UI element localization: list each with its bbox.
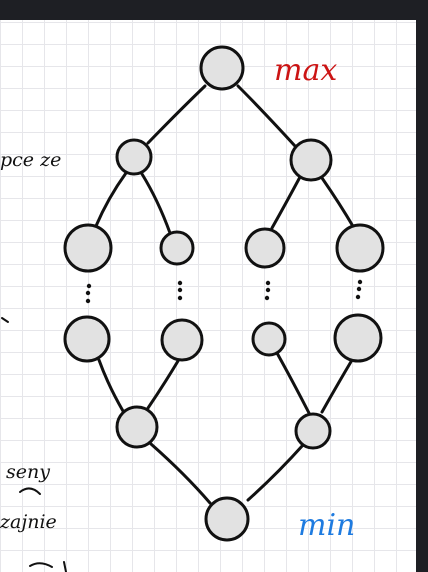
scribble xyxy=(19,487,41,495)
edge xyxy=(270,175,302,230)
edge xyxy=(97,358,125,413)
node xyxy=(115,138,153,176)
ellipsis-dot xyxy=(357,279,363,285)
ellipsis-dot xyxy=(265,287,271,293)
edge xyxy=(275,351,311,415)
ellipsis-dot xyxy=(85,298,91,304)
vertical-ellipses xyxy=(85,279,363,304)
node xyxy=(159,230,195,266)
ellipsis-dot xyxy=(177,280,183,286)
ellipsis-dot xyxy=(264,295,270,301)
edge xyxy=(146,84,207,145)
window-top-bar xyxy=(0,0,428,20)
label-max: max xyxy=(274,53,337,88)
node xyxy=(115,405,159,449)
label-min: min xyxy=(298,508,355,543)
node-bottom xyxy=(204,496,250,542)
edges xyxy=(94,84,356,505)
node xyxy=(335,223,385,273)
scribble xyxy=(1,317,9,323)
ellipsis-dot xyxy=(356,286,362,292)
node xyxy=(63,315,111,363)
ellipsis-dot xyxy=(265,280,271,286)
edge xyxy=(140,172,172,235)
node xyxy=(289,138,333,182)
nodes xyxy=(63,45,385,542)
node xyxy=(244,227,286,269)
scribble xyxy=(29,561,67,572)
window-right-bar xyxy=(416,0,428,572)
node xyxy=(63,223,113,273)
edge xyxy=(246,443,305,502)
node xyxy=(294,412,332,450)
node xyxy=(251,321,287,357)
edge xyxy=(94,171,128,228)
ellipsis-dot xyxy=(177,287,183,293)
ellipsis-dot xyxy=(355,294,361,300)
node xyxy=(160,318,204,362)
margin-text-1: pce ze xyxy=(0,149,61,171)
edge xyxy=(146,359,180,410)
edge xyxy=(320,358,354,414)
margin-text-3: zajnie xyxy=(0,511,57,533)
ellipsis-dot xyxy=(86,283,92,289)
node-top xyxy=(199,45,245,91)
ellipsis-dot xyxy=(85,290,91,296)
margin-scribbles xyxy=(1,317,67,572)
edge xyxy=(320,176,356,230)
edge xyxy=(236,84,297,148)
node xyxy=(333,313,383,363)
edge xyxy=(149,442,212,505)
ellipsis-dot xyxy=(177,295,183,301)
margin-text-2: seny xyxy=(6,461,50,483)
